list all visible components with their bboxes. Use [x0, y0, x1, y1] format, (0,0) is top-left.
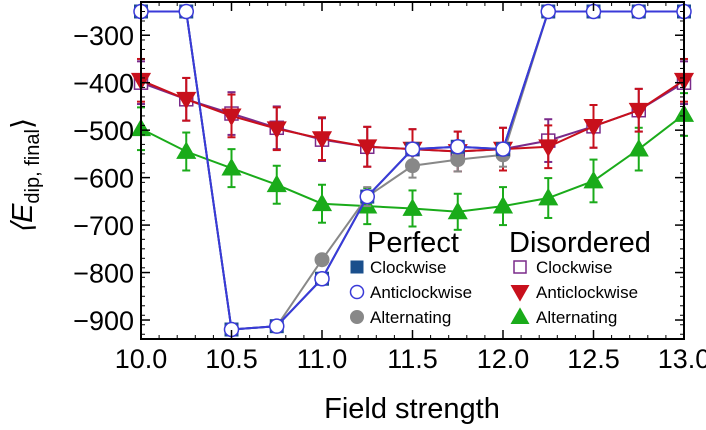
x-axis-title: Field strength	[324, 393, 500, 425]
data-point-disordered_alternating	[176, 141, 197, 159]
x-tick-label: 11.5	[387, 344, 438, 374]
data-point-perfect_alternating	[450, 152, 466, 168]
x-tick-label: 11.0	[297, 344, 348, 374]
legend-title-disordered: Disordered	[509, 227, 651, 259]
x-tick-label: 10.5	[205, 344, 258, 374]
data-point-perfect_anticlockwise	[540, 3, 556, 20]
legend-label-disordered_clockwise: Clockwise	[536, 258, 613, 277]
data-point-perfect_anticlockwise	[404, 141, 421, 157]
axes: 10.0 10.5 11.0 11.5 12.0 12.5 13.0 −300 −400 −500…	[73, 2, 706, 374]
y-tick-label: −500	[73, 116, 134, 146]
plot-area	[130, 3, 695, 338]
legend-marker-perfect_anticlockwise	[349, 284, 365, 300]
data-point-disordered_alternating	[402, 198, 423, 216]
series-perfect_anticlockwise	[133, 3, 692, 338]
data-point-disordered_anticlockwise	[221, 108, 242, 127]
x-tick-label: 13.0	[658, 344, 706, 374]
data-point-perfect_anticlockwise	[178, 3, 194, 20]
y-axis-title-main: ⟨E	[7, 203, 39, 234]
x-tick-label: 12.5	[567, 344, 620, 374]
y-tick-label: −700	[73, 211, 134, 241]
legend-marker-perfect_alternating	[350, 310, 364, 324]
y-tick-label: −300	[73, 21, 134, 51]
data-point-disordered_anticlockwise	[357, 139, 378, 157]
legend-label-perfect_alternating: Alternating	[370, 308, 451, 327]
data-point-disordered_alternating	[447, 201, 468, 220]
data-point-perfect_anticlockwise	[359, 188, 375, 205]
data-point-perfect_anticlockwise	[269, 318, 285, 334]
data-point-disordered_anticlockwise	[628, 102, 649, 121]
y-tick-label: −400	[73, 69, 134, 99]
data-point-perfect_alternating	[405, 158, 420, 174]
legend-marker-disordered_alternating	[510, 307, 530, 324]
data-point-disordered_alternating	[583, 170, 604, 189]
data-point-disordered_alternating	[538, 187, 559, 206]
y-axis-title-close: ⟩	[7, 118, 39, 129]
x-tick-label: 10.0	[115, 344, 168, 374]
data-point-disordered_alternating	[628, 138, 649, 157]
data-point-disordered_alternating	[221, 157, 242, 176]
data-point-disordered_alternating	[311, 193, 333, 212]
data-point-perfect_anticlockwise	[314, 270, 330, 287]
y-axis-title: ⟨Edip, final⟩	[7, 118, 44, 235]
data-point-disordered_alternating	[492, 195, 514, 214]
data-point-disordered_anticlockwise	[266, 121, 287, 139]
y-tick-label: −800	[73, 259, 134, 289]
data-point-perfect_anticlockwise	[450, 139, 466, 155]
legend-label-perfect_anticlockwise: Anticlockwise	[370, 283, 472, 302]
y-axis-title-sub: dip, final	[22, 129, 44, 204]
data-point-disordered_anticlockwise	[538, 139, 559, 157]
data-point-disordered_anticlockwise	[176, 91, 197, 110]
data-point-disordered_alternating	[266, 174, 287, 193]
y-tick-label: −900	[73, 306, 134, 336]
legend-label-disordered_alternating: Alternating	[536, 308, 617, 327]
x-tick-label: 12.0	[477, 344, 530, 374]
legend-label-disordered_anticlockwise: Anticlockwise	[536, 283, 638, 302]
data-point-perfect_anticlockwise	[631, 3, 647, 20]
svg-text:⟨Edip, final⟩: ⟨Edip, final⟩	[7, 118, 44, 235]
data-point-perfect_anticlockwise	[495, 141, 511, 157]
data-point-disordered_anticlockwise	[311, 131, 333, 149]
legend-title-perfect: Perfect	[367, 227, 459, 259]
legend-label-perfect_clockwise: Clockwise	[370, 258, 447, 277]
data-point-perfect_alternating	[314, 252, 330, 268]
legend-marker-perfect_clockwise	[350, 260, 364, 274]
legend-marker-disordered_clockwise	[513, 260, 527, 274]
legend-marker-disordered_anticlockwise	[510, 285, 530, 302]
data-point-disordered_anticlockwise	[583, 118, 604, 137]
y-tick-label: −600	[73, 164, 134, 194]
legend: Perfect Disordered ClockwiseAnticlockwis…	[349, 227, 651, 327]
